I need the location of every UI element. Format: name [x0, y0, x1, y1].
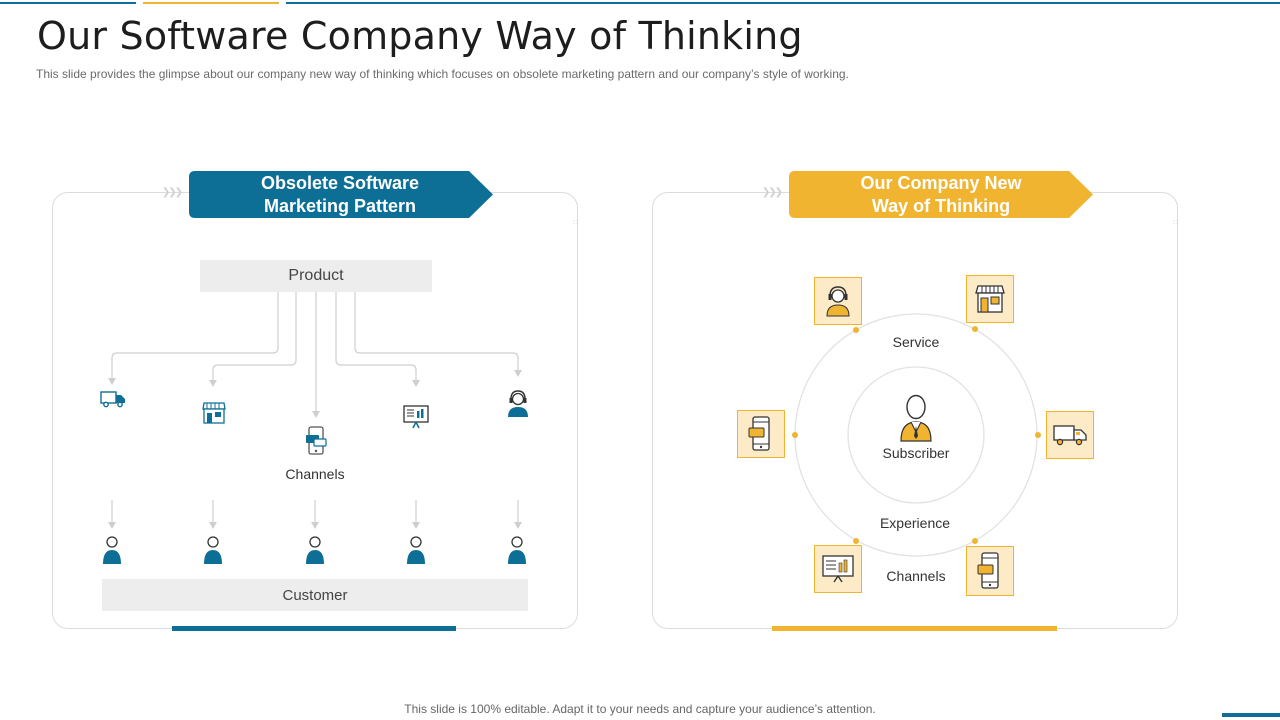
right-banner-line1: Our Company New: [860, 172, 1022, 193]
footer-note: This slide is 100% editable. Adapt it to…: [404, 702, 876, 716]
store-icon: [202, 402, 226, 424]
left-chevrons: ❯❯❯: [162, 187, 183, 198]
subscriber-rings: [792, 313, 1041, 557]
product-box: Product: [200, 260, 432, 292]
smartphone-chat-icon: [977, 552, 999, 589]
support-agent-icon: [508, 390, 528, 417]
store-icon: [975, 285, 1005, 313]
service-label: Service: [892, 334, 940, 350]
monitor-presentation-icon: [403, 405, 429, 429]
channels-label-right: Channels: [886, 568, 946, 584]
right-chevrons: ❯❯❯: [762, 187, 783, 198]
customer-person-icon: [306, 536, 324, 564]
right-banner: Our Company New Way of Thinking: [789, 171, 1093, 218]
left-banner: Obsolete Software Marketing Pattern: [189, 171, 491, 218]
smartphone-chat-tile-2: [966, 546, 1014, 596]
truck-icon: [100, 391, 125, 408]
page-title: Our Software Company Way of Thinking: [37, 14, 803, 58]
monitor-presentation-icon: [822, 555, 854, 583]
left-banner-arrow: [189, 171, 493, 218]
customer-person-icon: [103, 536, 121, 564]
right-panel-marker: ∷: [1173, 218, 1179, 227]
corner-accent: [1222, 713, 1280, 717]
top-rule-accent: [143, 2, 279, 4]
right-banner-arrow: [789, 171, 1093, 218]
right-banner-line2: Way of Thinking: [871, 195, 1011, 216]
top-rule-right: [286, 2, 1280, 4]
customer-box: Customer: [102, 579, 528, 611]
right-panel-bar: [772, 626, 1057, 631]
support-agent-tile: [814, 277, 862, 325]
customer-person-icon: [508, 536, 526, 564]
experience-label: Experience: [879, 515, 951, 531]
page-subtitle: This slide provides the glimpse about ou…: [36, 67, 849, 81]
channels-label-left: Channels: [285, 466, 345, 482]
subscriber-label: Subscriber: [882, 445, 950, 461]
subscriber-person-icon: [900, 394, 932, 442]
left-panel-marker: ∷: [573, 218, 579, 227]
smartphone-chat-tile: [737, 410, 785, 458]
top-rule-left: [0, 2, 136, 4]
left-banner-line2: Marketing Pattern: [263, 195, 417, 216]
customer-person-icon: [204, 536, 222, 564]
store-tile: [966, 275, 1014, 323]
product-connectors: [108, 292, 522, 529]
left-banner-line1: Obsolete Software: [260, 172, 420, 193]
monitor-presentation-tile: [814, 545, 862, 593]
customer-person-icon: [407, 536, 425, 564]
smartphone-chat-icon: [306, 426, 327, 455]
smartphone-chat-icon: [748, 416, 770, 451]
truck-icon: [1053, 425, 1087, 446]
support-agent-icon: [826, 286, 850, 317]
left-panel-bar: [172, 626, 456, 631]
truck-tile: [1046, 411, 1094, 459]
